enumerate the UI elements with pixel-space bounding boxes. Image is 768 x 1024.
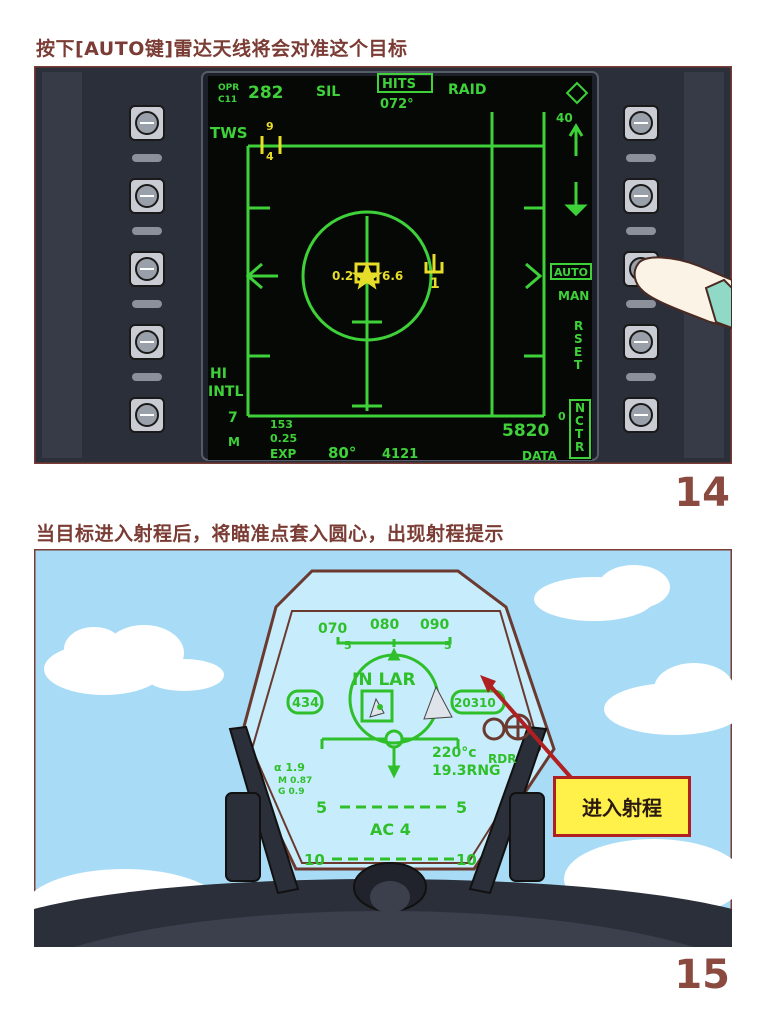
mfd-hits: HITS — [382, 77, 416, 92]
mfd-153: 153 — [270, 418, 293, 431]
mfd-opr: OPR — [218, 83, 239, 93]
diamond-icon — [565, 81, 589, 105]
panel-15-hud-illustration: 070 080 090 5 5 IN LAR 434 20310 α 1.9 M… — [34, 549, 732, 947]
hud-alpha: α 1.9 — [274, 761, 305, 774]
left-osb-buttons — [129, 105, 165, 433]
hud-g: G 0.9 — [278, 787, 304, 797]
panel-15-caption: 当目标进入射程后，将瞄准点套入圆心，出现射程提示 — [36, 523, 505, 545]
mfd-025: 0.25 — [270, 432, 297, 445]
hud-altitude: 20310 — [454, 696, 496, 710]
finger-hand-icon — [633, 256, 732, 330]
target-left-value: 0.2 — [332, 269, 353, 283]
panel-14-caption: 按下[AUTO键]雷达天线将会对准这个目标 — [36, 38, 408, 60]
mfd-raid: RAID — [448, 82, 486, 98]
hud-aspect: 220°c — [432, 745, 477, 761]
mfd-4121: 4121 — [382, 447, 418, 462]
hud-mach: M 0.87 — [278, 776, 312, 786]
target-right-value: 6.6 — [382, 269, 403, 283]
mfd-heading: 072° — [380, 97, 414, 112]
hud-rdr: RDR — [488, 752, 516, 766]
mfd-m: M — [228, 435, 240, 449]
hud-range: 19.3RNG — [432, 763, 501, 779]
mfd-seven: 7 — [228, 410, 238, 426]
mfd-intl: INTL — [208, 384, 243, 400]
mfd-zero: 0 — [558, 410, 566, 423]
target-id: 1 — [430, 276, 440, 292]
hud-tick-5b: 5 — [444, 639, 452, 652]
hud-heading-080: 080 — [370, 617, 399, 633]
panel-14-mfd-illustration: OPR C11 282 SIL HITS RAID 072° TWS 40 AU… — [34, 66, 732, 464]
mfd-tws: TWS — [210, 124, 248, 142]
hud-heading-090: 090 — [420, 617, 449, 633]
mfd-data-label: DATA — [522, 449, 558, 463]
hud-pitch-10-left: 10 — [304, 851, 325, 869]
mfd-man-label: MAN — [558, 289, 589, 303]
panel-14-number: 14 — [674, 470, 730, 516]
hud-ac: AC 4 — [370, 820, 411, 839]
panel-15-number: 15 — [674, 952, 730, 998]
mfd-auto-label: AUTO — [554, 266, 588, 279]
hud-pitch-5-right: 5 — [456, 798, 467, 817]
mfd-sil: SIL — [316, 84, 340, 100]
radar-grid — [245, 112, 546, 418]
mfd-tick-4: 4 — [266, 150, 274, 163]
hud-pitch-5-left: 5 — [316, 798, 327, 817]
mfd-scale-40: 40 — [556, 111, 573, 125]
mfd-hi: HI — [210, 366, 227, 382]
mfd-range: 282 — [248, 83, 284, 103]
mfd-5820: 5820 — [502, 421, 549, 441]
hud-pitch-10-right: 10 — [456, 851, 477, 869]
hud-speed: 434 — [292, 696, 319, 711]
target-symbols — [260, 136, 444, 290]
enemy-jet-icons — [369, 685, 453, 720]
hud-heading-070: 070 — [318, 621, 347, 637]
hud-tick-5a: 5 — [344, 639, 352, 652]
mfd-exp: EXP — [270, 447, 296, 461]
mfd-80deg: 80° — [328, 444, 356, 462]
mfd-c11: C11 — [218, 95, 237, 105]
mfd-tick-9: 9 — [266, 120, 274, 133]
in-range-callout: 进入射程 — [553, 776, 691, 837]
callout-arrow — [484, 679, 576, 783]
hud-in-lar: IN LAR — [352, 670, 416, 690]
